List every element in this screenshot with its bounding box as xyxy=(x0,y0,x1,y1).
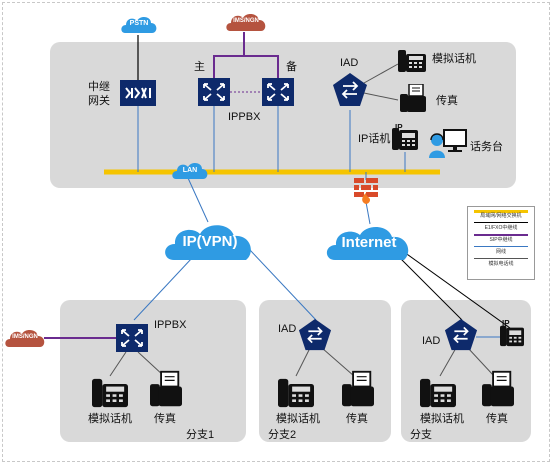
lan-label: LAN xyxy=(182,167,198,174)
branch1-fax-label: 传真 xyxy=(154,413,176,425)
branch1-analog-phone-label: 模拟话机 xyxy=(88,413,132,425)
hq-analog-phone-label: 模拟话机 xyxy=(432,53,476,65)
console-operator-icon xyxy=(429,129,467,158)
legend-item-ethernet: 网线 xyxy=(468,243,534,255)
ipvpn-label: IP(VPN) xyxy=(182,233,238,250)
branch3-fax-icon xyxy=(482,370,514,407)
legend: 局域网/网络交换机 E1/FXO中继线 SIP中继线 网线 模拟电话线 xyxy=(467,206,535,280)
branch1-fax-icon xyxy=(150,370,182,407)
pstn-cloud xyxy=(121,17,157,33)
ims-ngn-top-label: IMS/NGN xyxy=(233,18,259,24)
legend-item-lan: 局域网/网络交换机 xyxy=(468,207,534,219)
branch2-fax-label: 传真 xyxy=(346,413,368,425)
vpn-branch2-line xyxy=(249,249,317,321)
legend-item-analog: 模拟电话线 xyxy=(468,255,534,267)
legend-item-e1: E1/FXO中继线 xyxy=(468,219,534,231)
internet-branch3-ipphone-line xyxy=(403,251,511,329)
hq-iad-icon xyxy=(333,73,367,106)
lan-vpn-line xyxy=(187,177,209,223)
firewall-internet-line xyxy=(365,201,371,225)
firewall-icon xyxy=(354,178,378,204)
master-label: 主 xyxy=(194,61,205,73)
backup-label: 备 xyxy=(286,61,297,73)
trunk-gateway-label-2: 网关 xyxy=(88,95,110,107)
branch1-ippbx-label: IPPBX xyxy=(154,319,187,331)
hq-fax-icon xyxy=(400,84,426,112)
internet-branch3-line xyxy=(399,257,463,321)
ipvpn-cloud xyxy=(165,225,251,260)
branch3-ip-phone-icon xyxy=(500,325,524,347)
branch3-iad-label: IAD xyxy=(422,335,441,347)
branch3-analog-phone-label: 模拟话机 xyxy=(420,413,464,425)
ippbx-backup-icon xyxy=(262,78,294,106)
ippbx-master-icon xyxy=(198,78,230,106)
branch2-analog-phone-icon xyxy=(278,378,314,408)
branch2-analog-phone-label: 模拟话机 xyxy=(276,413,320,425)
pstn-label: PSTN xyxy=(129,20,149,27)
diagram-frame xyxy=(2,2,550,462)
internet-label: Internet xyxy=(341,234,397,251)
ims-ngn-branch1-label: IMS/NGN xyxy=(12,334,38,340)
internet-cloud xyxy=(326,226,409,260)
hq-analog-phone-icon xyxy=(398,50,426,72)
branch3-name: 分支 xyxy=(410,429,432,441)
legend-item-sip: SIP中继线 xyxy=(468,231,534,243)
hq-fax-label: 传真 xyxy=(436,95,458,107)
hq-ip-badge: IP xyxy=(395,123,403,132)
hq-ip-phone-icon xyxy=(392,128,418,150)
ims-ngn-branch1-cloud xyxy=(5,330,45,347)
branch3-ip-badge: IP xyxy=(502,319,510,328)
branch2-iad-icon xyxy=(298,318,332,351)
lan-cloud xyxy=(172,163,208,179)
console-label: 话务台 xyxy=(470,141,503,153)
ims-ngn-top-cloud xyxy=(226,14,266,31)
branch1-analog-phone-icon xyxy=(92,378,128,408)
ims-sip-line xyxy=(213,32,245,78)
branch3-fax-label: 传真 xyxy=(486,413,508,425)
branch1-panel xyxy=(60,300,246,442)
trunk-gateway-icon xyxy=(120,80,156,106)
branch3-iad-icon xyxy=(444,318,478,351)
branch2-fax-icon xyxy=(342,370,374,407)
hq-ip-phone-label: IP话机 xyxy=(358,133,391,145)
ims-sip-line-2 xyxy=(244,55,279,78)
hq-iad-label: IAD xyxy=(340,57,359,69)
headquarters-panel xyxy=(50,42,516,188)
trunk-gateway-label-1: 中继 xyxy=(88,81,110,93)
hq-ippbx-label: IPPBX xyxy=(228,111,261,123)
vpn-branch1-line xyxy=(133,257,193,321)
branch1-name: 分支1 xyxy=(186,429,215,441)
branch2-iad-label: IAD xyxy=(278,323,297,335)
branch2-name: 分支2 xyxy=(268,429,297,441)
branch1-ippbx-icon xyxy=(116,324,148,352)
branch3-analog-phone-icon xyxy=(420,378,456,408)
